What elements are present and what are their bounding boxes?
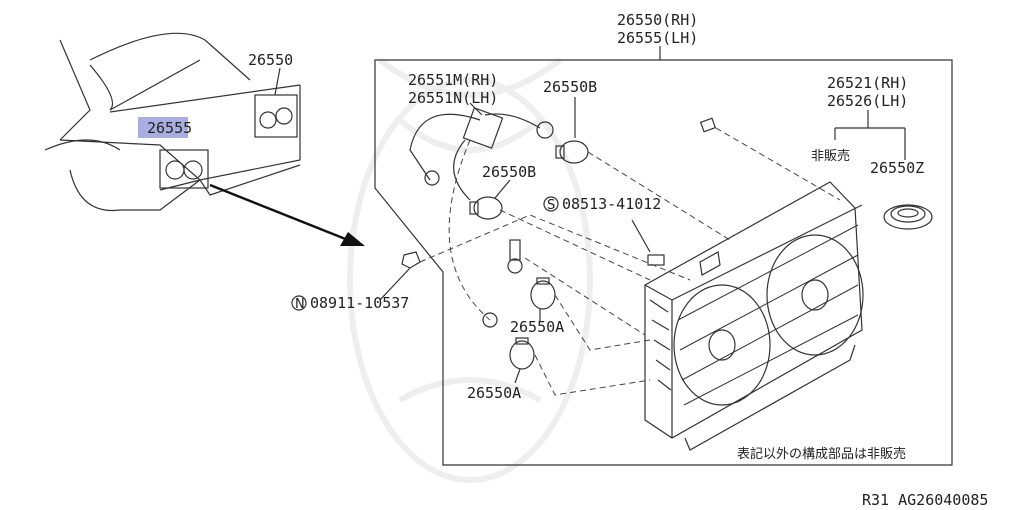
label-26551n: 26551N(LH): [408, 89, 498, 107]
wire-harness: [409, 107, 554, 328]
detail-frame: [374, 59, 953, 466]
label-08911-10537: 08911-10537: [310, 294, 409, 312]
nut-prefix: N: [295, 297, 305, 312]
label-26551m: 26551M(RH): [408, 71, 498, 89]
bulb-26550a-1: [530, 277, 556, 322]
label-26526-lh: 26526(LH): [827, 92, 908, 110]
bracket-26521: [834, 110, 906, 160]
label-26550b-top: 26550B: [543, 78, 597, 96]
label-08513-41012: 08513-41012: [562, 195, 661, 213]
nut-prefix-circle: [291, 295, 307, 311]
car-label-26555: 26555: [147, 119, 192, 137]
car-label-26550: 26550: [248, 51, 293, 69]
leader-26551: [469, 102, 483, 116]
label-26550a-1: 26550A: [510, 318, 564, 336]
label-26550-rh: 26550(RH): [617, 11, 698, 29]
label-not-sold: 非販売: [811, 148, 850, 164]
screw-prefix-circle: [543, 196, 559, 212]
screw-top: [699, 117, 717, 133]
screw-08513: [631, 219, 665, 266]
reference-code: R31 AG26040085: [862, 491, 988, 509]
watermark: [347, 57, 593, 483]
label-26550z: 26550Z: [870, 159, 924, 177]
dashed-guides: [419, 127, 841, 396]
label-26550b-mid: 26550B: [482, 163, 536, 181]
pointer-arrow: [209, 183, 365, 246]
lens-gasket-26550z: [883, 204, 933, 230]
label-26550a-2: 26550A: [467, 384, 521, 402]
bulb-26550a-2: [509, 337, 535, 384]
screw-prefix: S: [547, 198, 555, 213]
car-rear-sketch: [44, 32, 301, 212]
tail-lamp-assembly: [644, 181, 864, 451]
label-26555-lh: 26555(LH): [617, 29, 698, 47]
nut-08911: [379, 251, 421, 301]
highlight-26555: [138, 117, 188, 138]
socket-center: [507, 239, 523, 274]
bulb-26550b-mid: [469, 179, 511, 220]
footnote: 表記以外の構成部品は非販売: [737, 446, 906, 462]
label-26521-rh: 26521(RH): [827, 74, 908, 92]
